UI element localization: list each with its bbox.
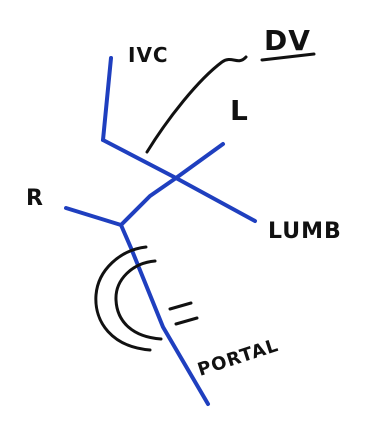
right-branch-vessel [64, 206, 123, 227]
label-l: L [230, 94, 249, 127]
ivc-vessel [101, 56, 113, 142]
label-r: R [26, 186, 44, 211]
short-dash-bottom [174, 316, 199, 326]
dv-underline [260, 52, 316, 62]
label-dv: DV [264, 24, 311, 57]
label-lumb: LUMB [268, 219, 342, 244]
left-branch-vessel [174, 142, 225, 180]
inner-arc [114, 259, 163, 341]
cross-branch-vessel [119, 176, 178, 227]
outer-arc [94, 245, 152, 352]
dv-connector [145, 55, 248, 154]
main-trunk-vessel [101, 138, 257, 223]
short-dash-top [168, 301, 193, 311]
label-ivc: IVC [128, 43, 169, 67]
label-portal: PORTAL [195, 335, 281, 381]
portal-vessel [119, 223, 210, 406]
